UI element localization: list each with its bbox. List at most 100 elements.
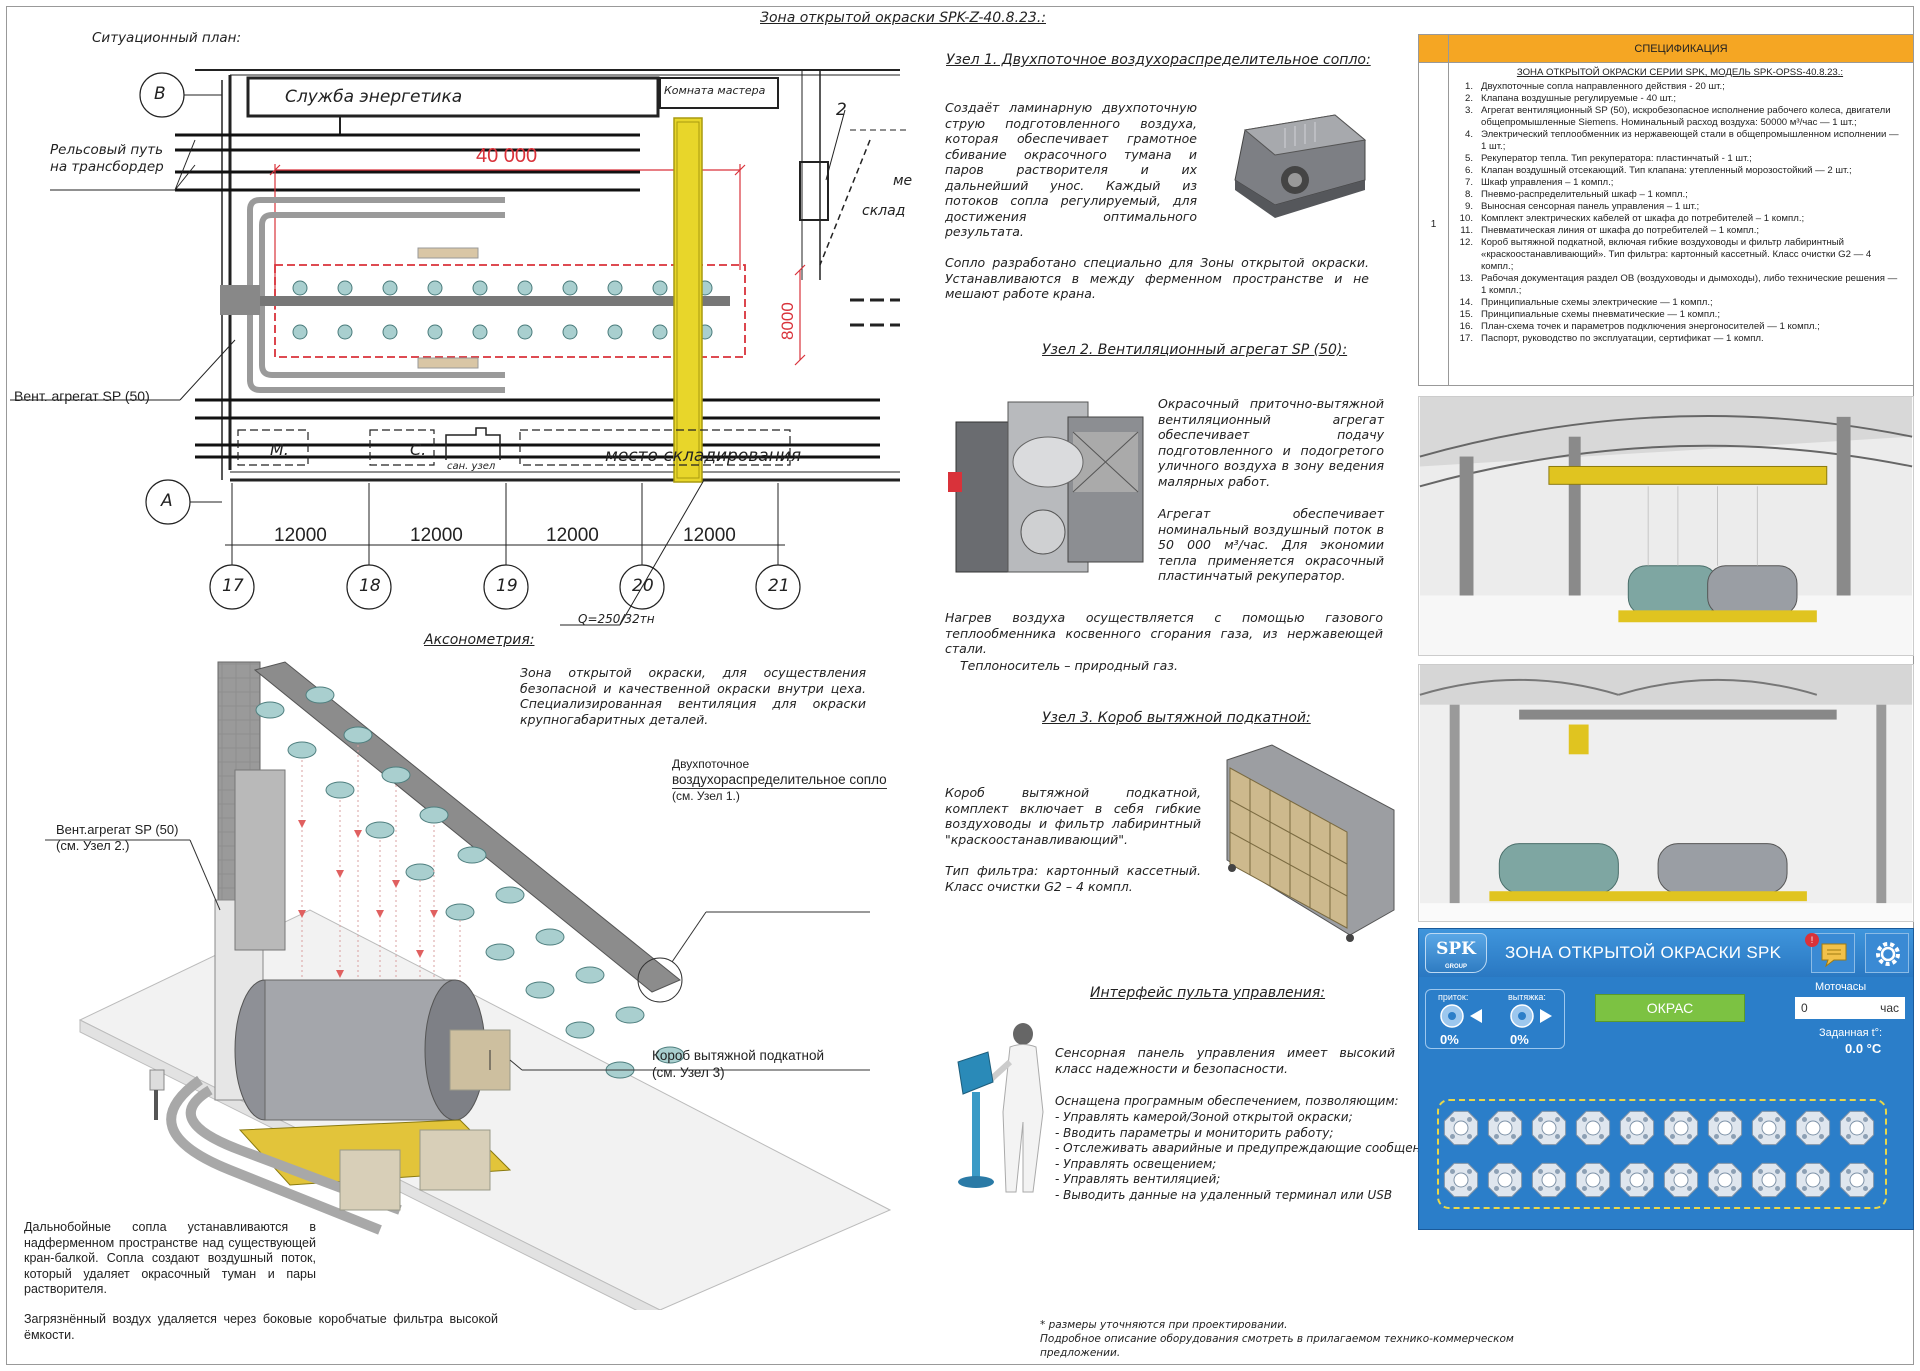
axon-description: Зона открытой окраски, для осуществления… xyxy=(520,665,866,727)
spec-item-text: Принципиальные схемы электрические — 1 к… xyxy=(1481,297,1713,308)
footnote: * размеры уточняются при проектировании.… xyxy=(1040,1318,1514,1360)
spec-item-text: Выносная сенсорная панель управления – 1… xyxy=(1481,201,1700,212)
hmi-title: ЗОНА ОТКРЫТОЙ ОКРАСКИ SPK xyxy=(1505,943,1782,962)
spec-item-number: 5. xyxy=(1464,153,1473,164)
spec-header-num-cell xyxy=(1419,35,1449,62)
spec-item-number: 2. xyxy=(1464,93,1473,104)
spec-item-number: 14. xyxy=(1459,297,1473,308)
render-view-2 xyxy=(1418,664,1914,922)
callout-box-line-2: (см. Узел 3) xyxy=(652,1065,725,1080)
exhaust-label: вытяжка: xyxy=(1508,992,1546,1002)
panel-text-2: Оснащена програмным обеспечением, позвол… xyxy=(1055,1094,1399,1108)
nozzle-button[interactable] xyxy=(1487,1110,1523,1146)
spec-item: 5.Рекуператор тепла. Тип рекуператора: п… xyxy=(1455,153,1905,165)
node1-text-2: Сопло разработано специально для Зоны от… xyxy=(945,255,1369,301)
span-3: 12000 xyxy=(546,525,599,546)
motohours-field[interactable]: 0 час xyxy=(1795,997,1905,1019)
nozzle-button[interactable] xyxy=(1839,1110,1875,1146)
rail-label-line-2: на трансбордер xyxy=(50,159,164,175)
footnote-line-1: * размеры уточняются при проектировании. xyxy=(1040,1319,1288,1331)
motohours-value: 0 xyxy=(1801,1001,1808,1015)
nozzle-button[interactable] xyxy=(1839,1162,1875,1198)
crane-beam xyxy=(673,117,703,483)
nozzle-button[interactable] xyxy=(1487,1162,1523,1198)
axis-number-21: 21 xyxy=(768,576,790,596)
panel-title: Интерфейс пульта управления: xyxy=(1090,985,1326,1001)
spec-item-text: Принципиальные схемы пневматические — 1 … xyxy=(1481,309,1721,320)
spec-item: 7. Шкаф управления – 1 компл.; xyxy=(1455,177,1905,189)
nozzle-button[interactable] xyxy=(1751,1162,1787,1198)
nozzle-button[interactable] xyxy=(1795,1162,1831,1198)
specification-table: СПЕЦИФИКАЦИЯ 1 ЗОНА ОТКРЫТОЙ ОКРАСКИ СЕР… xyxy=(1418,34,1914,386)
nozzle-button[interactable] xyxy=(1707,1162,1743,1198)
callout-nozzle-line-3: (см. Узел 1.) xyxy=(672,789,740,803)
spec-item: 11. Пневматическая линия от шкафа до потр… xyxy=(1455,225,1905,237)
spec-item-text: Клапан воздушный отсекающий. Тип клапана… xyxy=(1481,165,1852,176)
settings-button[interactable] xyxy=(1865,933,1909,973)
axis-letter-a: А xyxy=(161,491,173,511)
nozzle-button[interactable] xyxy=(1663,1162,1699,1198)
nozzle-button[interactable] xyxy=(1619,1110,1655,1146)
crane-capacity-label: Q=250/32тн xyxy=(578,612,655,626)
nozzle-button[interactable] xyxy=(1443,1110,1479,1146)
motohours-unit: час xyxy=(1880,1001,1899,1015)
plan-vent-label: Вент. агрегат SP (50) xyxy=(14,388,150,404)
callout-vent: Вент.агрегат SP (50) (см. Узел 2.) xyxy=(56,822,178,854)
spec-item-text: Пневмо-распределительный шкаф – 1 компл.… xyxy=(1481,189,1688,200)
chat-icon xyxy=(1821,943,1847,968)
axon-title: Аксонометрия: xyxy=(424,632,535,648)
spec-item: 3. Агрегат вентиляционный SP (50), искроб… xyxy=(1455,105,1905,129)
spec-item-number: 8. xyxy=(1464,189,1473,200)
spec-item-number: 11. xyxy=(1460,225,1473,236)
spec-item: 2.Клапана воздушные регулируемые - 40 шт… xyxy=(1455,93,1905,105)
room-sanuzel-label: сан. узел xyxy=(447,461,496,472)
exhaust-value: 0% xyxy=(1510,1032,1529,1047)
footnote-line-3: предложении. xyxy=(1040,1347,1121,1359)
spec-item-text: Пневматическая линия от шкафа до потреби… xyxy=(1481,225,1760,236)
axon-bottom-text-2: Загрязнённый воздух удаляется через боко… xyxy=(24,1312,498,1342)
spec-item-text: Агрегат вентиляционный SP (50), искробез… xyxy=(1481,105,1891,128)
spec-item-text: План-схема точек и параметров подключени… xyxy=(1481,321,1820,332)
spec-item-text: Электрический теплообменник из нержавеющ… xyxy=(1481,129,1899,152)
nozzle-button[interactable] xyxy=(1795,1110,1831,1146)
room-place-label: место складирования xyxy=(605,446,802,466)
spec-item-text: Комплект электрических кабелей от шкафа … xyxy=(1481,213,1805,224)
nozzle-button[interactable] xyxy=(1619,1162,1655,1198)
node1-title: Узел 1. Двухпоточное воздухораспределите… xyxy=(946,52,1371,68)
spec-item-text: Шкаф управления – 1 компл.; xyxy=(1481,177,1614,188)
nozzle-button[interactable] xyxy=(1531,1162,1567,1198)
spec-item-number: 9. xyxy=(1464,201,1473,212)
spec-item: 4.Электрический теплообменник из нержаве… xyxy=(1455,129,1905,153)
spk-logo: SPK GROUP xyxy=(1425,933,1487,973)
nozzle-button[interactable] xyxy=(1443,1162,1479,1198)
target-temp-value: 0.0 °C xyxy=(1845,1041,1882,1056)
nozzle-button[interactable] xyxy=(1663,1110,1699,1146)
spec-subtitle: ЗОНА ОТКРЫТОЙ ОКРАСКИ СЕРИИ SPK, МОДЕЛЬ … xyxy=(1516,67,1844,78)
mode-paint-button[interactable]: ОКРАС xyxy=(1595,994,1745,1022)
room-storage-prefix: ме xyxy=(893,173,913,189)
spec-item-number: 3. xyxy=(1464,105,1473,116)
spec-item-number: 7. xyxy=(1464,177,1473,188)
exhaust-fan-icon[interactable] xyxy=(1504,1002,1560,1030)
nozzle-button[interactable] xyxy=(1707,1110,1743,1146)
spec-item-text: Рабочая документация раздел ОВ (воздухов… xyxy=(1481,273,1898,296)
footnote-line-2: Подробное описание оборудования смотреть… xyxy=(1040,1333,1514,1345)
spec-item: 13.Рабочая документация раздел ОВ (возду… xyxy=(1455,273,1905,297)
nozzle-button[interactable] xyxy=(1575,1162,1611,1198)
span-1: 12000 xyxy=(274,525,327,546)
gear-icon xyxy=(1876,942,1900,966)
nozzle-button[interactable] xyxy=(1575,1110,1611,1146)
spec-item-number: 10. xyxy=(1459,213,1473,224)
spec-body-row: 1 ЗОНА ОТКРЫТОЙ ОКРАСКИ СЕРИИ SPK, МОДЕЛ… xyxy=(1419,63,1913,385)
plan-vent-unit xyxy=(220,285,260,315)
spec-item-number: 12. xyxy=(1459,237,1473,248)
panel-capability-list: - Управлять камерой/Зоной открытой окрас… xyxy=(1055,1110,1440,1203)
spec-item: 12.Короб вытяжной подкатной, включая гиб… xyxy=(1455,237,1905,273)
fan-status-box: приток: вытяжка: 0% 0% xyxy=(1425,989,1565,1049)
spec-item-number: 6. xyxy=(1464,165,1473,176)
main-title: Зона открытой окраски SPK-Z-40.8.23.: xyxy=(760,10,1047,26)
inflow-fan-icon[interactable] xyxy=(1434,1002,1490,1030)
nozzle-button[interactable] xyxy=(1531,1110,1567,1146)
axis-number-19: 19 xyxy=(496,576,518,596)
nozzle-button[interactable] xyxy=(1751,1110,1787,1146)
